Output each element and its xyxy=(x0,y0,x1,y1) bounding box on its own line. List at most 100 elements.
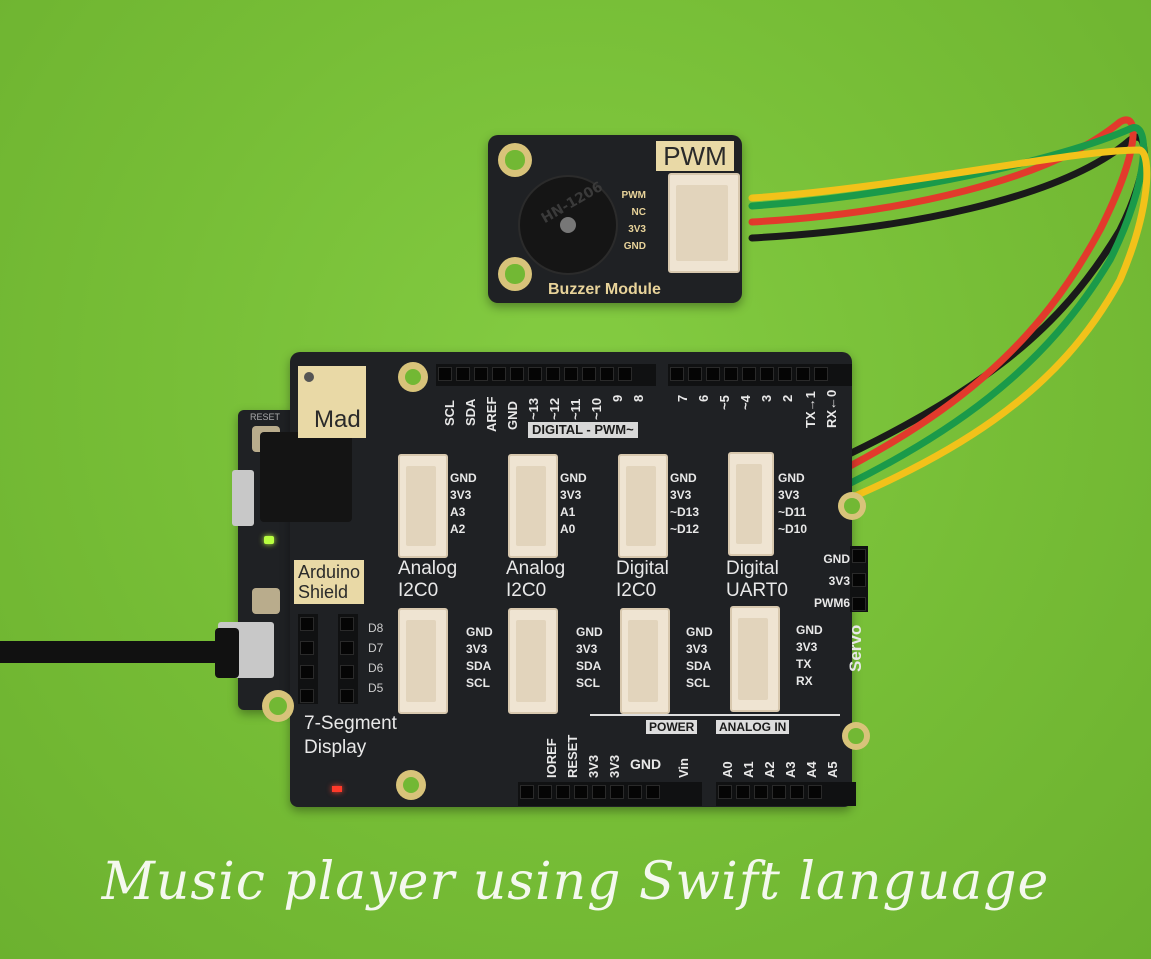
buzzer-hole xyxy=(560,217,576,233)
segment-line1: 7-Segment xyxy=(304,713,397,734)
pin-label: D6 xyxy=(368,661,384,675)
connector-pins: GND 3V3 ~D13 ~D12 xyxy=(670,470,699,538)
pin-label: ~5 xyxy=(717,395,732,410)
analog-header[interactable] xyxy=(716,782,856,806)
power-title: POWER xyxy=(646,720,698,734)
status-led xyxy=(332,786,342,792)
usb-cable-plug xyxy=(215,628,239,678)
segment-display-label: 7-Segment Display xyxy=(304,712,397,760)
grove-connector-digital-uart[interactable] xyxy=(728,452,774,556)
pin-label: GND xyxy=(450,471,477,485)
shield-label-line1: Arduino xyxy=(298,562,361,582)
pin-label: ~11 xyxy=(568,398,583,420)
grove-connector-uart[interactable] xyxy=(730,606,780,712)
grove-connector-i2c-2[interactable] xyxy=(508,608,558,714)
pin-label: 3V3 xyxy=(778,488,800,502)
pin-label: ~13 xyxy=(526,397,541,420)
mount-hole xyxy=(396,770,426,800)
pin-label: 3V3 xyxy=(828,574,850,588)
connector-bus: I2C0 xyxy=(398,580,439,601)
servo-header[interactable] xyxy=(850,546,868,612)
segment-header-left[interactable] xyxy=(298,614,318,704)
pin-label: ~12 xyxy=(547,397,562,420)
pin-label: A3 xyxy=(450,505,466,519)
servo-pin-labels: GND 3V3 PWM6 xyxy=(800,548,850,614)
dc-power-jack xyxy=(260,432,352,522)
label-dot xyxy=(304,372,314,382)
pin-label: SCL xyxy=(442,400,457,426)
pin-label: D7 xyxy=(368,641,384,655)
pin-label: SCL xyxy=(576,676,600,690)
pin-label: ~D10 xyxy=(778,522,808,536)
pin-label: D8 xyxy=(368,621,384,635)
power-led xyxy=(264,536,274,544)
connector-pins: GND 3V3 SDA SCL xyxy=(576,624,603,692)
pin-label: A2 xyxy=(450,522,466,536)
pin-label: IOREF xyxy=(544,738,559,778)
connector-bus: UART0 xyxy=(726,580,788,601)
buzzer-pin-labels: PWM NC 3V3 GND xyxy=(616,187,646,255)
connector-pins: GND 3V3 A1 A0 xyxy=(560,470,587,538)
pin-label: TX→1 xyxy=(803,391,818,428)
connector-pins: GND 3V3 SDA SCL xyxy=(686,624,713,692)
caption: Music player using Swift language xyxy=(101,852,1050,912)
pin-label: SCL xyxy=(466,676,490,690)
pin-label: PWM xyxy=(621,190,646,201)
pin-label: GND xyxy=(686,625,713,639)
pin-label: GND xyxy=(796,623,823,637)
connector-name: Digital xyxy=(726,558,779,579)
grove-connector-i2c-3[interactable] xyxy=(620,608,670,714)
mount-hole xyxy=(498,257,532,291)
pin-label: 3V3 xyxy=(628,224,646,235)
segment-header-right[interactable] xyxy=(338,614,358,704)
module-title: Buzzer Module xyxy=(548,281,661,298)
pin-label: SDA xyxy=(466,659,492,673)
pin-label: 3V3 xyxy=(586,754,601,778)
pin-label: A0 xyxy=(720,761,735,778)
pin-label: GND xyxy=(576,625,603,639)
pin-label: 6 xyxy=(696,394,711,402)
connector-pins: GND 3V3 TX RX xyxy=(796,622,823,690)
pin-label: 9 xyxy=(610,394,625,402)
pin-label: ~D11 xyxy=(778,505,807,519)
connector-name: Analog xyxy=(506,558,566,579)
pin-label: GND xyxy=(623,241,646,252)
analog-in-title: ANALOG IN xyxy=(716,720,790,734)
digital-header-high[interactable] xyxy=(436,364,656,386)
pin-label: RX←0 xyxy=(824,389,839,428)
pin-label: SCL xyxy=(686,676,710,690)
buzzer-connector[interactable] xyxy=(668,173,740,273)
power-header[interactable] xyxy=(518,782,702,806)
user-button[interactable] xyxy=(252,588,280,614)
grove-connector-analog-1[interactable] xyxy=(398,454,448,558)
pin-label: GND xyxy=(560,471,587,485)
pin-label: 3V3 xyxy=(450,488,472,502)
pin-label: 3V3 xyxy=(796,640,818,654)
micro-usb-port[interactable] xyxy=(232,470,254,526)
pin-label: GND xyxy=(505,401,520,430)
pin-label: SDA xyxy=(463,398,478,426)
connector-label: Digital I2C0 xyxy=(616,558,669,602)
buzzer: HN-1206 xyxy=(518,175,618,275)
segment-line2: Display xyxy=(304,737,367,758)
digital-header-low[interactable] xyxy=(668,364,852,386)
pin-label: ~D13 xyxy=(670,505,700,519)
pin-label: A0 xyxy=(560,522,576,536)
arduino-shield: Mad SCL SDA AREF GND ~13 ~12 ~11 ~10 9 8… xyxy=(260,352,870,807)
pin-label: GND xyxy=(670,471,697,485)
pin-label: A4 xyxy=(804,761,819,778)
grove-connector-digital-1[interactable] xyxy=(618,454,668,558)
reset-label: RESET xyxy=(250,412,281,422)
grove-connector-analog-2[interactable] xyxy=(508,454,558,558)
pin-label: NC xyxy=(631,207,646,218)
pin-label: RESET xyxy=(565,734,580,778)
digital-pwm-title: DIGITAL - PWM~ xyxy=(528,422,638,438)
pin-label: TX xyxy=(796,657,812,671)
grove-connector-i2c-1[interactable] xyxy=(398,608,448,714)
pin-label: 2 xyxy=(780,394,795,402)
connector-name: Digital xyxy=(616,558,669,579)
servo-label: Servo xyxy=(846,624,865,672)
pin-label: PWM6 xyxy=(814,596,850,610)
pin-label: 3V3 xyxy=(466,642,488,656)
